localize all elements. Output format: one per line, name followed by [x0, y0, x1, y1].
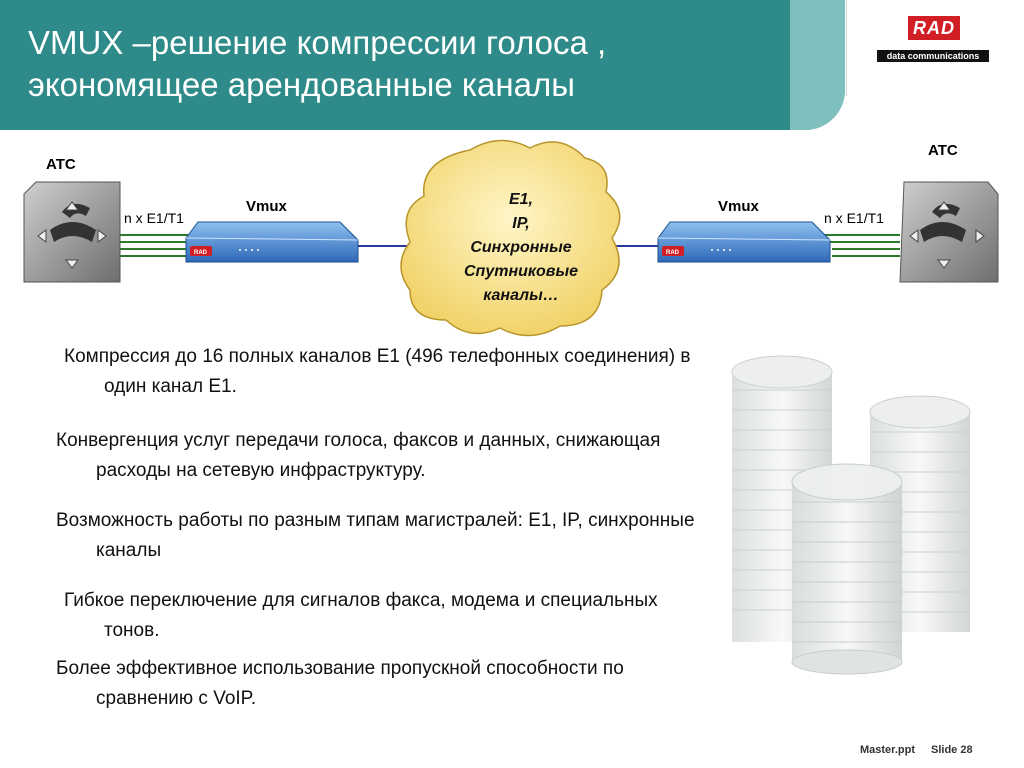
coin-stack-front	[791, 463, 903, 675]
slide-title: VMUX –решение компрессии голоса , эконом…	[28, 22, 788, 106]
e1-lines-left	[120, 234, 200, 257]
bullet-item: Компрессия до 16 полных каналов E1 (496 …	[64, 346, 691, 397]
cloud-line-1: E1,	[508, 191, 533, 208]
cloud-line-2: IP,	[512, 215, 530, 232]
phone-icon-right	[899, 181, 999, 283]
e1-lines-right	[825, 234, 900, 257]
bullet-item: Гибкое переключение для сигналов факса, …	[64, 590, 658, 641]
logo-tagline: data communications	[877, 50, 989, 62]
vmux-right-label: Vmux	[718, 198, 759, 215]
coin-stacks-image	[731, 355, 971, 675]
vmux-device-right	[657, 221, 831, 263]
footer-slide-number: Slide 28	[931, 744, 973, 756]
banner-accent-stripe	[790, 0, 845, 130]
vmux-left-badge: RAD	[194, 250, 208, 256]
cloud-line-4: Спутниковые	[464, 263, 578, 280]
cloud-line-3: Синхронные	[470, 239, 572, 256]
bullet-item: Возможность работы по разным типам магис…	[56, 510, 695, 561]
footer-filename: Master.ppt	[860, 744, 916, 756]
cloud-shape	[400, 139, 621, 337]
atc-right-label: ATC	[928, 142, 958, 159]
bullet-item: Более эффективное использование пропускн…	[56, 658, 624, 709]
logo-area	[846, 0, 1024, 96]
atc-left-label: ATC	[46, 156, 76, 173]
bullet-item: Конвергенция услуг передачи голоса, факс…	[56, 430, 661, 481]
slide-title-line-1: VMUX –решение компрессии голоса ,	[28, 24, 607, 61]
network-diagram: RAD RAD	[23, 139, 999, 337]
vmux-device-left	[185, 221, 359, 263]
vmux-right-badge: RAD	[666, 250, 680, 256]
cloud-label: E1, IP, Синхронные Спутниковые каналы…	[436, 188, 606, 308]
vmux-left-label: Vmux	[246, 198, 287, 215]
title-banner	[0, 0, 845, 130]
link-right-label: n x E1/T1	[824, 210, 884, 226]
phone-icon-left	[23, 181, 121, 283]
slide-footer: Master.ppt Slide 28	[860, 744, 989, 756]
rad-logo: RAD	[908, 16, 960, 40]
cloud-line-5: каналы…	[483, 287, 559, 304]
link-left-label: n x E1/T1	[124, 210, 184, 226]
slide-title-line-2: экономящее арендованные каналы	[28, 66, 575, 103]
